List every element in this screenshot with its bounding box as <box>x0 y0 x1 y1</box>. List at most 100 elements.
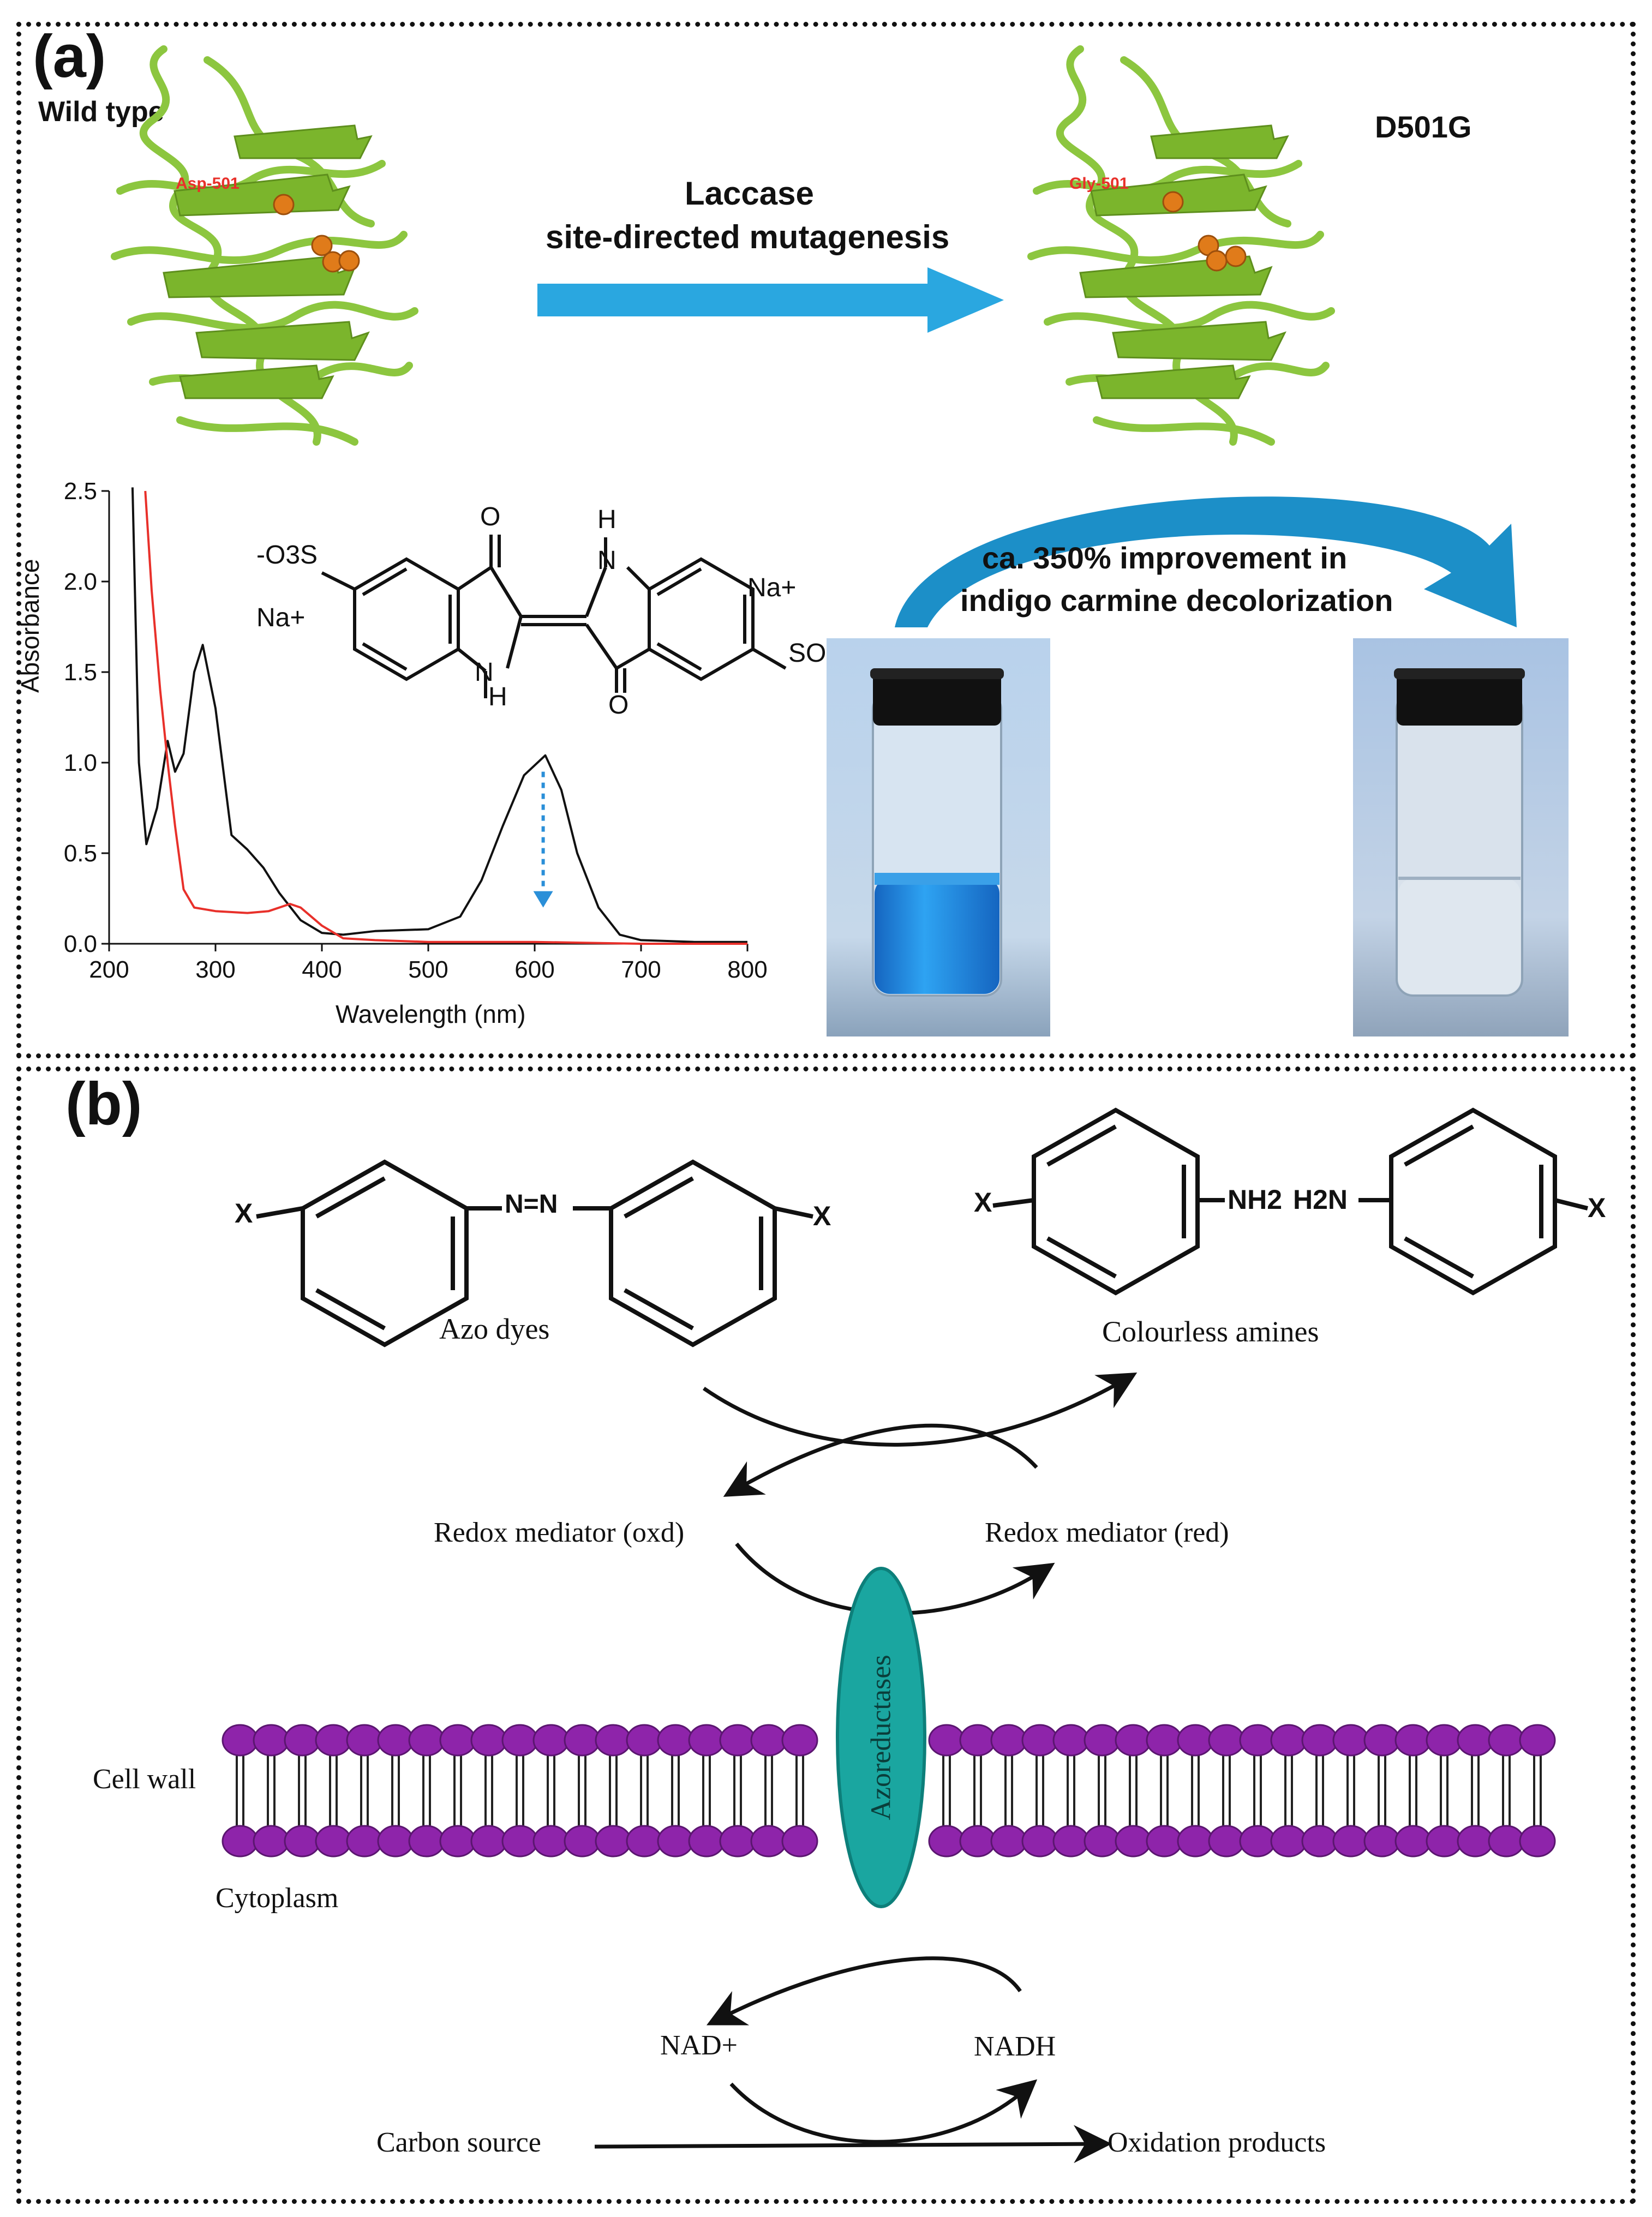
lipid-head-outer <box>222 1724 259 1757</box>
lipid-head-inner <box>501 1825 538 1858</box>
lipid-head-outer <box>439 1724 476 1757</box>
lipid-head-outer <box>1177 1724 1214 1757</box>
na-right: Na+ <box>747 573 797 602</box>
improvement-line2: indigo carmine decolorization <box>960 583 1393 618</box>
lipid-head-inner <box>1457 1825 1494 1858</box>
lipid-head-outer <box>657 1724 694 1757</box>
improvement-arrow-svg <box>895 496 1517 627</box>
arrow-text-line1: Laccase <box>685 175 814 212</box>
vial-before <box>827 638 1050 1036</box>
decrease-arrow-head <box>533 891 553 908</box>
azo-dyes-label: Azo dyes <box>439 1313 550 1345</box>
lipid-head-outer <box>1301 1724 1338 1757</box>
carbon-source-label: Carbon source <box>376 2127 541 2158</box>
lipid-head-inner <box>532 1825 570 1858</box>
lipid-head-outer <box>959 1724 996 1757</box>
lipid-head-outer <box>1457 1724 1494 1757</box>
lipid-head-inner <box>1115 1825 1152 1858</box>
lipid-head-inner <box>1332 1825 1369 1858</box>
y-tick-label: 0.0 <box>64 931 97 957</box>
nitrogen-top: N <box>597 546 616 575</box>
h2n-label: H2N <box>1293 1184 1348 1215</box>
lipid-head-inner <box>1052 1825 1090 1858</box>
lipid-head-outer <box>1084 1724 1121 1757</box>
lipid-head-inner <box>750 1825 787 1858</box>
amine-x-left: X <box>974 1187 992 1218</box>
lipid-head-outer <box>1208 1724 1245 1757</box>
chart-xlabel: Wavelength (nm) <box>336 1000 526 1028</box>
lipid-head-inner <box>1146 1825 1183 1858</box>
lipid-head-outer <box>990 1724 1027 1757</box>
vials-svg <box>827 638 1569 1036</box>
lipid-head-outer <box>1146 1724 1183 1757</box>
protein-illustration-svg <box>0 0 1652 491</box>
lipid-head-inner <box>959 1825 996 1858</box>
azoreductases-label: Azoreductases <box>865 1655 897 1820</box>
lipid-head-inner <box>315 1825 352 1858</box>
lipid-head-outer <box>532 1724 570 1757</box>
x-tick-label: 500 <box>408 956 448 983</box>
indigo-carmine-structure <box>321 535 787 698</box>
lipid-head-inner <box>408 1825 445 1858</box>
lipid-head-outer <box>1115 1724 1152 1757</box>
azo-x-left: X <box>235 1198 253 1229</box>
y-tick-label: 1.5 <box>64 659 97 686</box>
mut-residue-label: Gly-501 <box>1069 175 1129 193</box>
left-sulfonate: -O3S <box>256 541 318 570</box>
cytoplasm-label: Cytoplasm <box>216 1883 339 1914</box>
x-tick-label: 300 <box>195 956 235 983</box>
lipid-head-outer <box>377 1724 414 1757</box>
lipid-head-inner <box>377 1825 414 1858</box>
lipid-head-inner <box>346 1825 383 1858</box>
hydrogen-top: H <box>597 505 616 534</box>
oxygen-top: O <box>480 502 501 531</box>
y-tick-label: 2.5 <box>64 478 97 505</box>
lipid-head-outer <box>688 1724 725 1757</box>
azo-dye-structure <box>256 1159 813 1347</box>
lipid-head-inner <box>1394 1825 1432 1858</box>
lipid-head-inner <box>1519 1825 1556 1858</box>
lipid-head-outer <box>284 1724 321 1757</box>
azoreductase-enzyme <box>836 1567 926 1908</box>
x-tick-label: 700 <box>621 956 661 983</box>
lipid-head-inner <box>1177 1825 1214 1858</box>
lipid-head-outer <box>1363 1724 1400 1757</box>
lipid-head-outer <box>408 1724 445 1757</box>
lipid-head-outer <box>501 1724 538 1757</box>
lipid-head-outer <box>928 1724 965 1757</box>
lipid-head-inner <box>1270 1825 1307 1858</box>
nadh-label: NADH <box>974 2031 1056 2062</box>
lipid-head-outer <box>719 1724 756 1757</box>
azo-x-right: X <box>813 1201 831 1231</box>
lipid-head-inner <box>284 1825 321 1858</box>
lipid-head-inner <box>990 1825 1027 1858</box>
nitrogen-bottom: N <box>475 658 494 687</box>
copper-ions-wt <box>273 194 360 273</box>
amine-x-right: X <box>1588 1193 1606 1223</box>
lipid-head-outer <box>1021 1724 1058 1757</box>
lipid-head-outer <box>1426 1724 1463 1757</box>
lipid-head-inner <box>688 1825 725 1858</box>
improvement-line1: ca. 350% improvement in <box>982 541 1348 575</box>
lipid-head-outer <box>595 1724 632 1757</box>
vial-after <box>1353 638 1569 1036</box>
oxygen-bottom: O <box>608 691 629 720</box>
reaction-arrows <box>594 1373 1138 2164</box>
series-line-2 <box>144 490 747 945</box>
lipid-head-inner <box>253 1825 290 1858</box>
lipid-head-outer <box>626 1724 663 1757</box>
mutant-label: D501G <box>1375 110 1472 144</box>
lipid-head-outer <box>1488 1724 1525 1757</box>
cell-wall-label: Cell wall <box>93 1764 196 1795</box>
lipid-head-outer <box>1052 1724 1090 1757</box>
lipid-head-outer <box>781 1724 818 1757</box>
panel-b <box>16 1066 1636 2204</box>
lipid-head-inner <box>1488 1825 1525 1858</box>
colourless-amines-label: Colourless amines <box>1102 1315 1319 1348</box>
wt-residue-label: Asp-501 <box>176 175 240 193</box>
lipid-head-outer <box>564 1724 601 1757</box>
lipid-head-inner <box>1301 1825 1338 1858</box>
azo-n-eq-n: N=N <box>505 1190 558 1219</box>
lipid-head-inner <box>781 1825 818 1858</box>
